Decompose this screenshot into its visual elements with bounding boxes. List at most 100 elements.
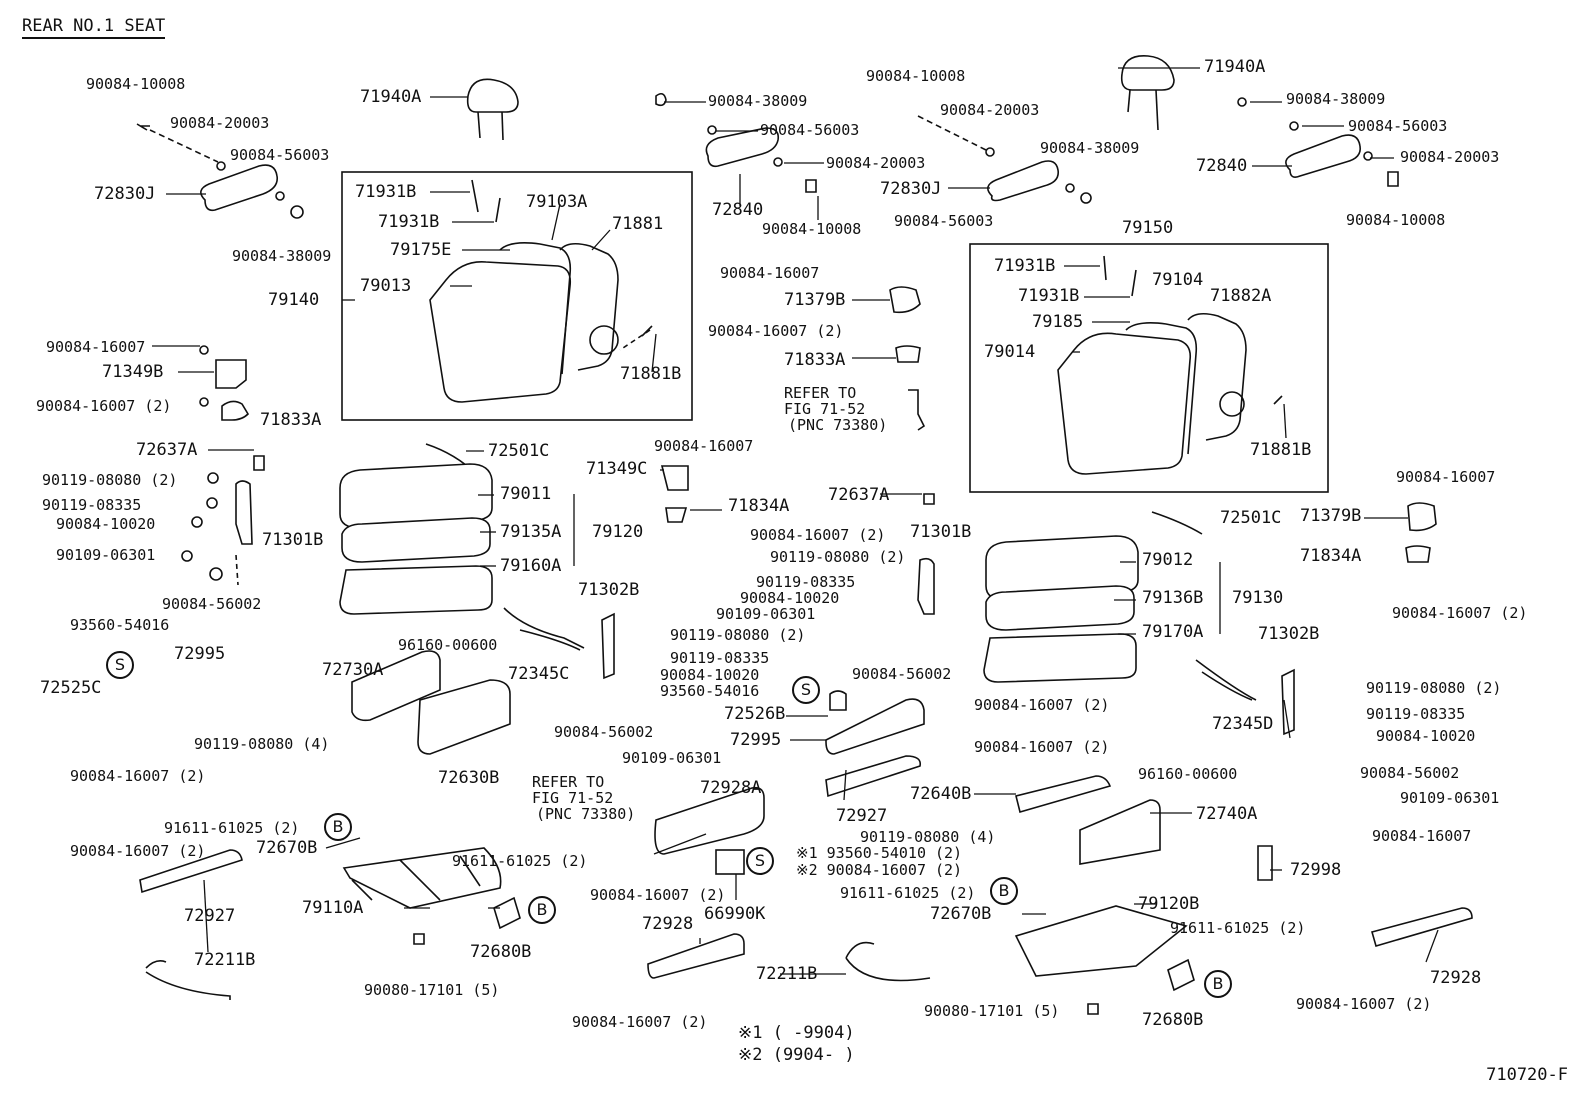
- footnotes: ※1 ( -9904) ※2 (9904- ): [738, 1022, 855, 1066]
- part-label: 72927: [184, 906, 236, 926]
- part-label: 71833A: [784, 350, 846, 370]
- part-label: 72630B: [438, 768, 500, 788]
- part-label: 90084-16007: [720, 264, 820, 282]
- part-label: 71379B: [1300, 506, 1362, 526]
- marker-b: B: [528, 896, 556, 924]
- marker-b: B: [1204, 970, 1232, 998]
- part-label: 90084-10008: [1346, 211, 1446, 229]
- part-label: 79175E: [390, 240, 452, 260]
- part-label: 71834A: [728, 496, 790, 516]
- seatback-box-left: [341, 171, 693, 421]
- part-label: REFER TO: [784, 384, 857, 402]
- part-label: 90084-16007 (2): [70, 842, 206, 860]
- part-label: 90084-56002: [162, 595, 262, 613]
- part-label: 90084-56002: [554, 723, 654, 741]
- part-label: 72211B: [756, 964, 818, 984]
- part-label: 71940A: [1204, 57, 1266, 77]
- part-label: 93560-54016: [70, 616, 170, 634]
- part-label: 90109-06301: [716, 605, 816, 623]
- part-label: 71881: [612, 214, 664, 234]
- part-label: 72680B: [470, 942, 532, 962]
- part-label: 93560-54016: [660, 682, 760, 700]
- part-label: 90084-16007 (2): [70, 767, 206, 785]
- part-label: 90084-38009: [232, 247, 332, 265]
- armrest-right-2: [1237, 97, 1399, 187]
- headrest-left: [466, 78, 519, 141]
- part-label: 90084-20003: [940, 101, 1040, 119]
- part-label: 90119-08080 (4): [860, 828, 996, 846]
- part-label: 90084-38009: [1286, 90, 1386, 108]
- part-label: 79135A: [500, 522, 562, 542]
- part-label: 72840: [1196, 156, 1248, 176]
- part-label: FIG 71-52: [532, 789, 614, 807]
- part-label: 90084-16007 (2): [974, 738, 1110, 756]
- marker-b: B: [324, 813, 352, 841]
- part-label: 72526B: [724, 704, 786, 724]
- brackets-left: [181, 345, 265, 586]
- part-label: 90084-16007 (2): [1392, 604, 1528, 622]
- part-label: 72730A: [322, 660, 384, 680]
- part-label: 90119-08335: [1366, 705, 1466, 723]
- part-label: 90119-08080 (2): [42, 471, 178, 489]
- part-label: 90084-16007 (2): [572, 1013, 708, 1031]
- part-label: 79185: [1032, 312, 1084, 332]
- part-label: 90084-16007 (2): [36, 397, 172, 415]
- part-label: 79160A: [500, 556, 562, 576]
- part-label: 91611-61025 (2): [1170, 919, 1306, 937]
- part-label: 72830J: [94, 184, 156, 204]
- part-label: 90084-38009: [1040, 139, 1140, 157]
- part-label: 90119-08335: [42, 496, 142, 514]
- part-label: 79130: [1232, 588, 1284, 608]
- part-label: 90119-08080 (2): [1366, 679, 1502, 697]
- part-label: 79012: [1142, 550, 1194, 570]
- part-label: 71302B: [578, 580, 640, 600]
- part-label: 71931B: [994, 256, 1056, 276]
- part-label: 79170A: [1142, 622, 1204, 642]
- part-label: 90084-10020: [740, 589, 840, 607]
- part-label: 72998: [1290, 860, 1342, 880]
- center-parts: [351, 92, 935, 982]
- part-label: 90084-20003: [826, 154, 926, 172]
- part-label: 90119-08335: [670, 649, 770, 667]
- part-label: 90084-16007: [1372, 827, 1472, 845]
- part-label: 72345D: [1212, 714, 1274, 734]
- seat-frame-left: [139, 847, 521, 1000]
- seat-cushion-right: [983, 511, 1203, 683]
- part-label: 79110A: [302, 898, 364, 918]
- part-label: 71302B: [1258, 624, 1320, 644]
- part-label: 79014: [984, 342, 1036, 362]
- part-label: 72525C: [40, 678, 102, 698]
- leader-lines: [152, 67, 1439, 975]
- part-label: 90119-08335: [756, 573, 856, 591]
- part-label: 71379B: [784, 290, 846, 310]
- part-label: 90084-56002: [1360, 764, 1460, 782]
- part-label: FIG 71-52: [784, 400, 866, 418]
- part-label: 90084-56002: [852, 665, 952, 683]
- part-label: ※1 93560-54010 (2): [796, 844, 963, 862]
- part-label: 72501C: [1220, 508, 1282, 528]
- part-label: 90084-16007 (2): [974, 696, 1110, 714]
- part-label: 72501C: [488, 441, 550, 461]
- part-label: 71301B: [910, 522, 972, 542]
- right-parts: [1014, 502, 1473, 1015]
- seat-cushion-left: [339, 443, 493, 615]
- part-label: 72345C: [508, 664, 570, 684]
- part-label: REFER TO: [532, 773, 605, 791]
- part-label: 71301B: [262, 530, 324, 550]
- part-label: 72995: [730, 730, 782, 750]
- part-label: 72670B: [930, 904, 992, 924]
- part-label: 90084-56003: [1348, 117, 1448, 135]
- part-label: (PNC 73380): [788, 416, 888, 434]
- part-label: (PNC 73380): [536, 805, 636, 823]
- part-label: 71881B: [620, 364, 682, 384]
- part-label: 90084-10008: [762, 220, 862, 238]
- part-label: 71349B: [102, 362, 164, 382]
- part-label: 79136B: [1142, 588, 1204, 608]
- seatback-box-right: [969, 243, 1329, 493]
- part-label: 90084-16007: [46, 338, 146, 356]
- part-label: 71833A: [260, 410, 322, 430]
- part-label: 90080-17101 (5): [924, 1002, 1060, 1020]
- part-label: 79013: [360, 276, 412, 296]
- part-label: 90084-10008: [866, 67, 966, 85]
